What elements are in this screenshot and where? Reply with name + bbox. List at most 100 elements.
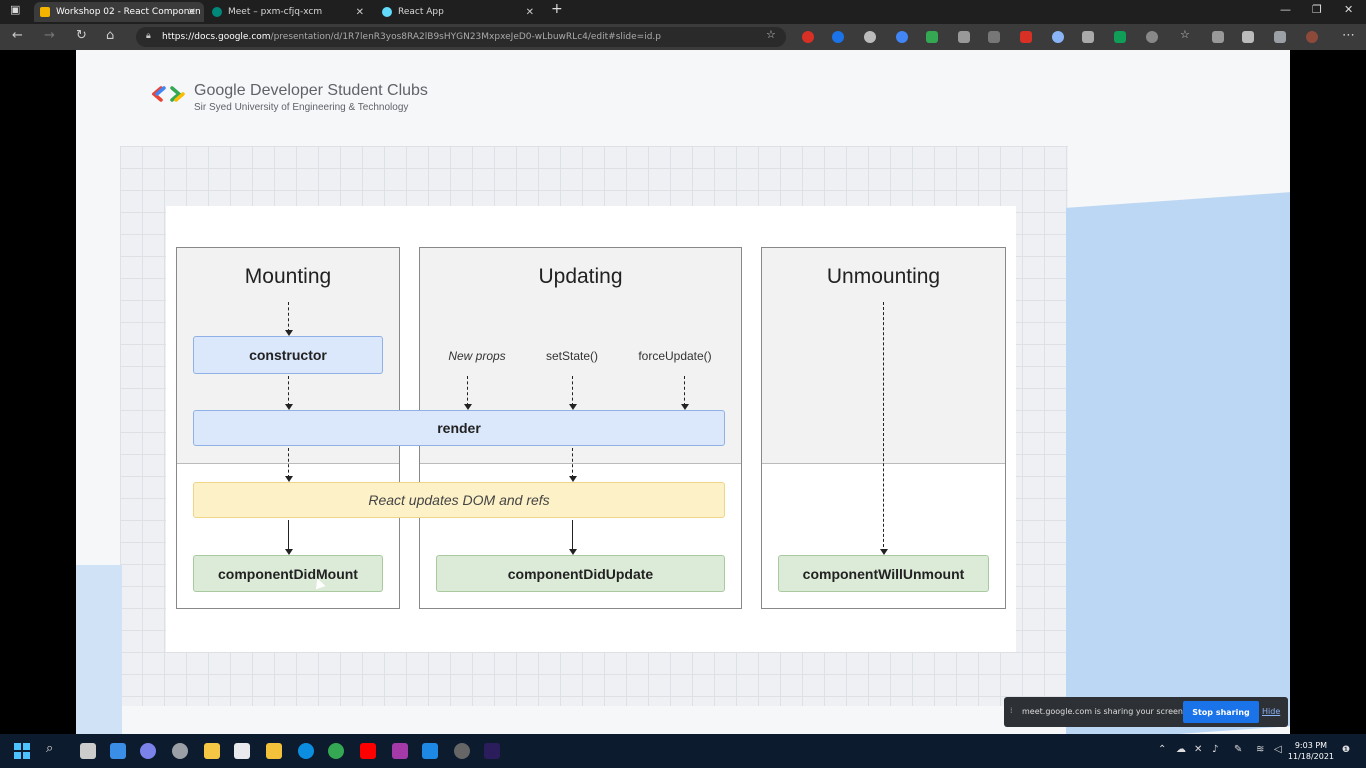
drag-handle-icon[interactable]: ⁞ — [1010, 706, 1013, 715]
hide-link[interactable]: Hide — [1262, 707, 1281, 716]
extension-icon[interactable] — [832, 31, 844, 43]
mounting-title: Mounting — [244, 265, 332, 288]
did-mount-box: componentDidMount — [193, 555, 383, 592]
tab-meet[interactable]: Meet – pxm-cfjq-xcm ✕ — [206, 2, 372, 22]
url-path: /presentation/d/1R7lenR3yos8RA2lB9sHYGN2… — [270, 32, 661, 42]
arrow-to-will-unmount — [883, 302, 884, 552]
close-tab-icon[interactable]: ✕ — [525, 6, 534, 18]
tab-bar: ▣ Workshop 02 - React Componen ✕ Meet – … — [0, 0, 1366, 24]
stop-sharing-button[interactable]: Stop sharing — [1183, 701, 1259, 723]
extension-icon[interactable] — [864, 31, 876, 43]
collections-icon[interactable] — [1212, 31, 1224, 43]
chat-icon[interactable] — [140, 743, 156, 759]
trigger-set-state: setState() — [545, 349, 599, 363]
slide-canvas: Google Developer Student Clubs Sir Syed … — [76, 50, 1290, 734]
url-host: https://docs.google.com — [162, 32, 271, 42]
forward-icon[interactable]: → — [44, 28, 55, 43]
more-menu-icon[interactable]: ⋯ — [1342, 28, 1355, 43]
tab-actions-icon[interactable]: ▣ — [10, 3, 21, 16]
new-tab-button[interactable]: + — [551, 1, 563, 17]
lifecycle-diagram: Mounting Updating Unmounting — [166, 206, 1016, 652]
windows-taskbar: ⌕ ⌃ ☁ ✕ ♪ ✎ ≋ ◁ 9:03 PM 11/18/2021 ❶ — [0, 734, 1366, 768]
extension-icon[interactable] — [926, 31, 938, 43]
logo-subtitle: Sir Syed University of Engineering & Tec… — [194, 102, 409, 113]
constructor-box: constructor — [193, 336, 383, 374]
vscode-icon[interactable] — [422, 743, 438, 759]
decorative-laptop-graphic — [1066, 192, 1290, 734]
updating-title: Updating — [538, 265, 623, 288]
unmounting-title: Unmounting — [826, 265, 941, 288]
arrow-set-state — [572, 376, 573, 406]
pen-icon[interactable]: ✎ — [1234, 744, 1243, 755]
tab-react-app[interactable]: React App ✕ — [376, 2, 542, 22]
extension-icon[interactable] — [1052, 31, 1064, 43]
arrow-to-constructor — [288, 302, 289, 332]
tray-chevron-icon[interactable]: ⌃ — [1158, 744, 1167, 755]
edge-icon[interactable] — [298, 743, 314, 759]
youtube-icon[interactable] — [360, 743, 376, 759]
tab-title: React App — [398, 7, 444, 17]
arrow-to-dom-update-2 — [572, 448, 573, 478]
github-icon[interactable] — [454, 743, 470, 759]
arrowhead — [285, 549, 293, 555]
favorites-icon[interactable]: ☆ — [1180, 28, 1190, 41]
microphone-icon[interactable]: ♪ — [1212, 744, 1219, 755]
logo-title: Google Developer Student Clubs — [194, 82, 428, 99]
sticky-notes-icon[interactable] — [204, 743, 220, 759]
extension-icon[interactable] — [802, 31, 814, 43]
refresh-icon[interactable]: ↻ — [76, 28, 87, 43]
minimize-icon[interactable]: — — [1280, 3, 1291, 16]
extension-icon[interactable] — [1020, 31, 1032, 43]
url-input[interactable]: 🔒︎ https://docs.google.com/presentation/… — [136, 27, 786, 47]
chrome-icon[interactable] — [328, 743, 344, 759]
home-icon[interactable]: ⌂ — [106, 28, 115, 43]
settings-icon[interactable] — [172, 743, 188, 759]
will-unmount-box: componentWillUnmount — [778, 555, 989, 592]
volume-icon[interactable]: ◁ — [1274, 744, 1282, 755]
arrow-to-did-mount — [288, 520, 289, 552]
after-effects-icon[interactable] — [484, 743, 500, 759]
sharing-message: meet.google.com is sharing your screen. — [1022, 707, 1186, 716]
extension-icon[interactable] — [988, 31, 1000, 43]
widgets-icon[interactable] — [110, 743, 126, 759]
profile-avatar[interactable] — [1306, 31, 1318, 43]
arrow-to-dom-update — [288, 448, 289, 478]
tray-app-icon[interactable]: ✕ — [1194, 744, 1203, 755]
file-explorer-icon[interactable] — [266, 743, 282, 759]
extension-icon[interactable] — [1114, 31, 1126, 43]
arrowhead — [681, 404, 689, 410]
store-icon[interactable] — [234, 743, 250, 759]
system-clock[interactable]: 9:03 PM 11/18/2021 — [1288, 740, 1334, 762]
wifi-icon[interactable]: ≋ — [1256, 744, 1265, 755]
tab-workshop[interactable]: Workshop 02 - React Componen ✕ — [34, 2, 204, 22]
gdsc-logo: Google Developer Student Clubs Sir Syed … — [152, 82, 428, 113]
trigger-force-update: forceUpdate() — [638, 349, 712, 363]
extensions-menu-icon[interactable] — [1242, 31, 1254, 43]
close-window-icon[interactable]: ✕ — [1344, 3, 1354, 16]
notifications-icon[interactable]: ❶ — [1342, 745, 1351, 755]
onenote-icon[interactable] — [392, 743, 408, 759]
clock-date: 11/18/2021 — [1287, 752, 1334, 761]
back-icon[interactable]: ← — [12, 28, 23, 43]
meet-favicon-icon — [212, 7, 222, 17]
favorite-star-icon[interactable]: ☆ — [766, 28, 776, 41]
render-box: render — [193, 410, 725, 446]
task-view-icon[interactable] — [80, 743, 96, 759]
gdsc-brackets-icon — [152, 86, 185, 102]
maximize-icon[interactable]: ❐ — [1312, 3, 1322, 16]
arrowhead — [285, 330, 293, 336]
extension-icon[interactable] — [1146, 31, 1158, 43]
arrow-new-props — [467, 376, 468, 406]
search-icon[interactable]: ⌕ — [46, 741, 54, 756]
windows-start-icon[interactable] — [14, 743, 30, 759]
tab-title: Meet – pxm-cfjq-xcm — [228, 7, 323, 17]
extension-icon[interactable] — [896, 31, 908, 43]
close-tab-icon[interactable]: ✕ — [187, 6, 196, 18]
extension-icon[interactable] — [1082, 31, 1094, 43]
dom-update-box: React updates DOM and refs — [193, 482, 725, 518]
onedrive-icon[interactable]: ☁ — [1176, 744, 1186, 755]
arrow-force-update — [684, 376, 685, 406]
share-icon[interactable] — [1274, 31, 1286, 43]
close-tab-icon[interactable]: ✕ — [355, 6, 364, 18]
extension-icon[interactable] — [958, 31, 970, 43]
